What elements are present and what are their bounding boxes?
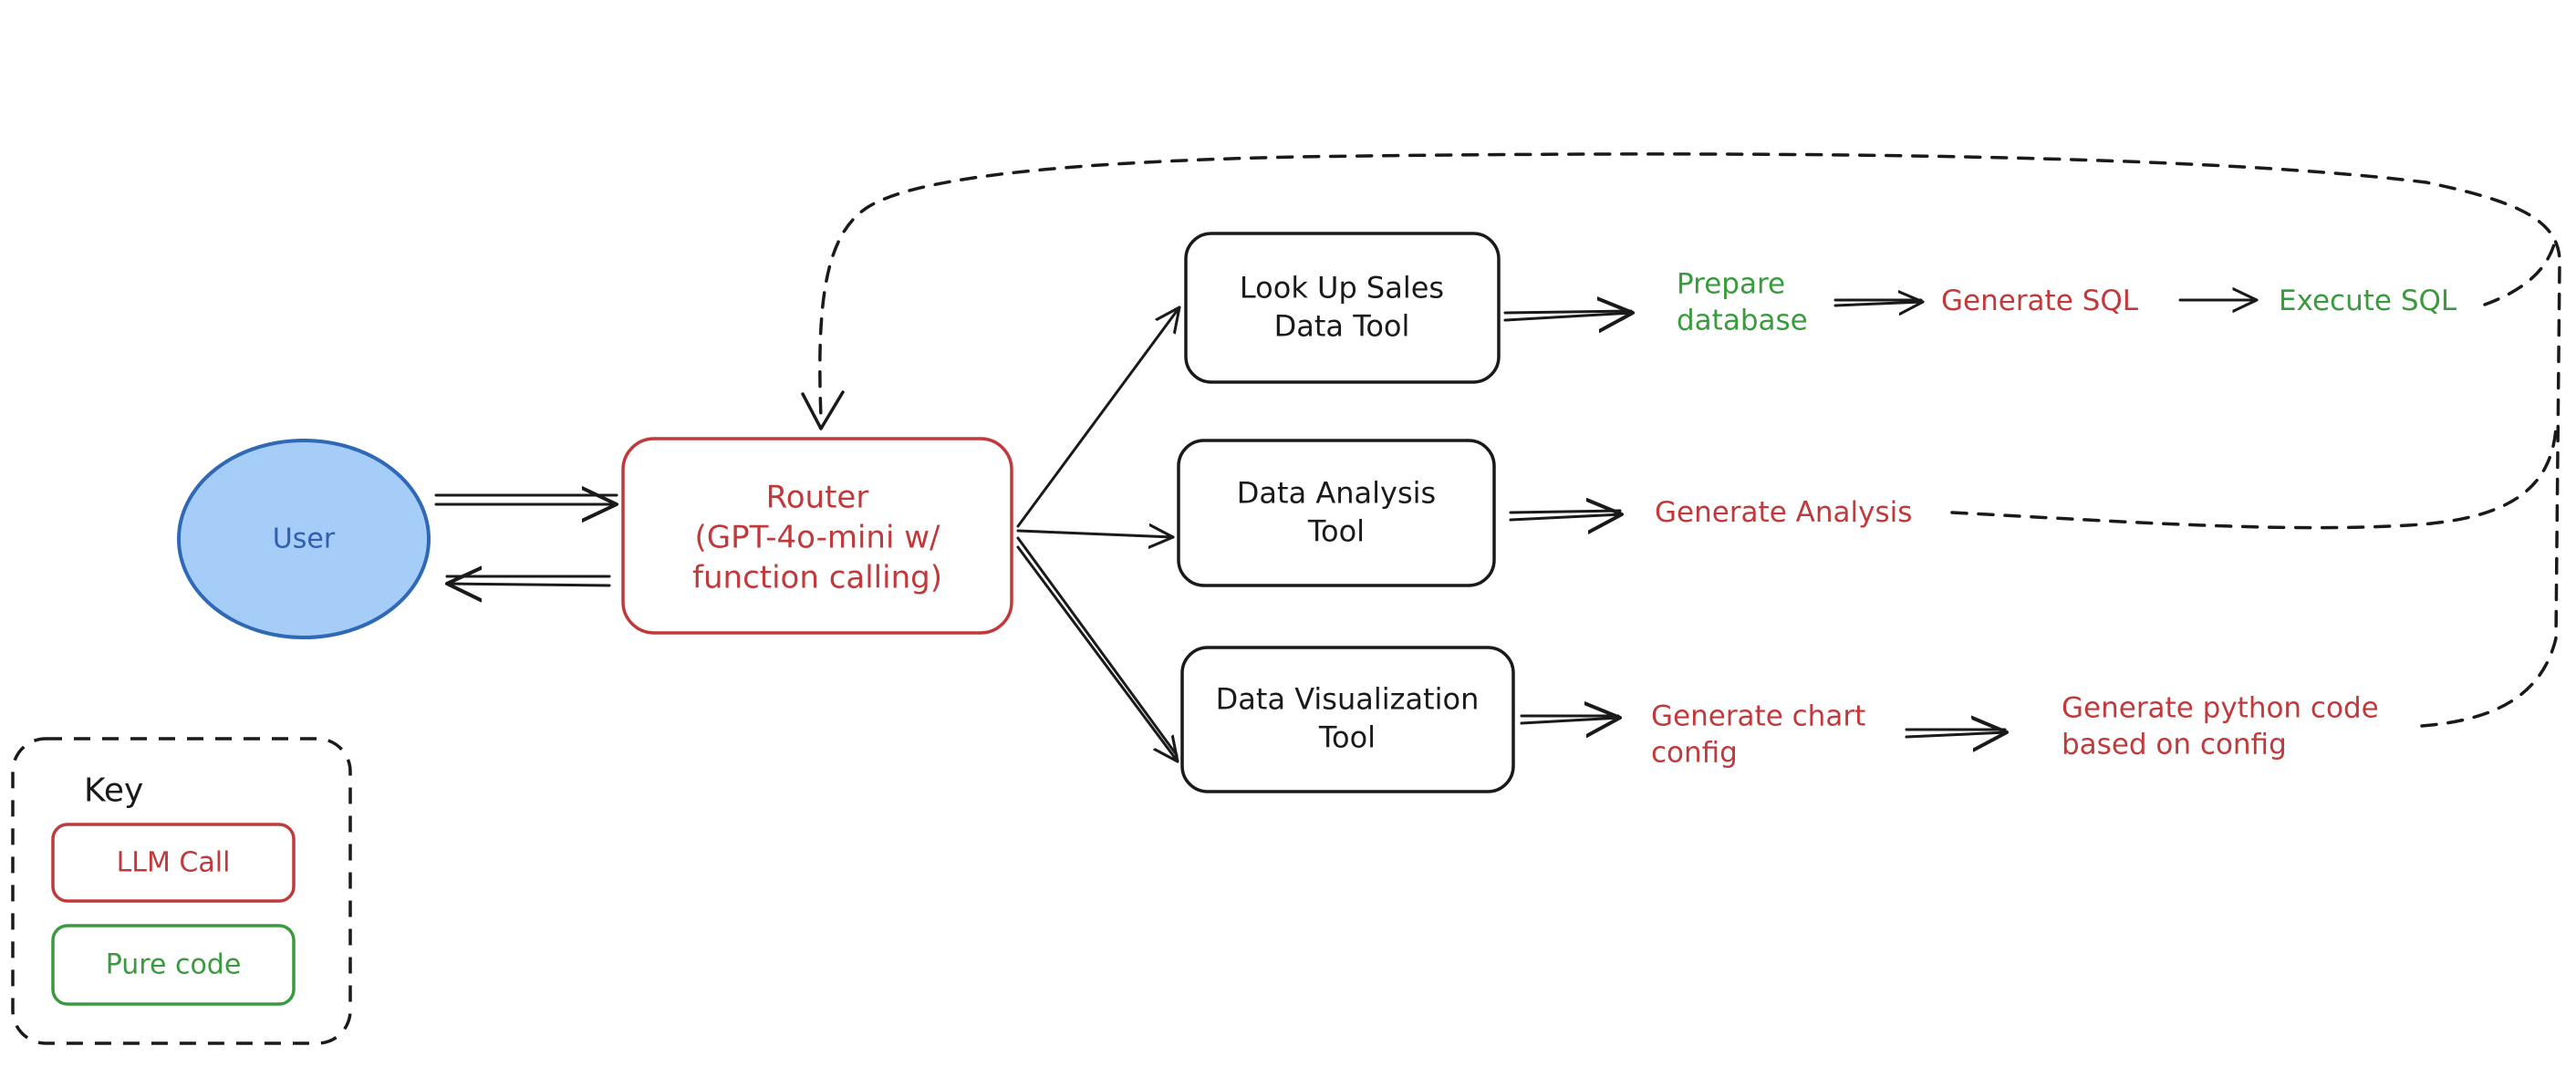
- key-container: [11, 737, 352, 1045]
- generate-analysis-step: Generate Analysis: [1655, 495, 1913, 529]
- router-to-user-arrow: [447, 576, 611, 585]
- router-to-analysis-arrow: [1016, 531, 1173, 537]
- router-to-sales-arrow: [1016, 307, 1179, 528]
- user-node: User: [272, 523, 336, 555]
- viz-to-chart-config-arrow: [1520, 716, 1620, 723]
- generate-chart-config-step: Generate chart config: [1651, 699, 1866, 770]
- sales-tool-shape: [1184, 232, 1501, 384]
- prepare-database-step: Prepare database: [1677, 267, 1808, 337]
- user-node-shape: [177, 439, 431, 639]
- analysis-to-generate-arrow: [1509, 511, 1622, 520]
- analysis-tool-node: Data Analysis Tool: [1236, 475, 1437, 548]
- analysis-tool-shape: [1177, 439, 1496, 587]
- key-code-swatch: [51, 924, 296, 1006]
- viz-tool-shape: [1180, 646, 1515, 793]
- key-llm-swatch: [51, 823, 296, 903]
- prepare-to-generate-sql-arrow: [1833, 300, 1923, 306]
- sales-to-prepare-arrow: [1503, 311, 1633, 320]
- generate-sql-step: Generate SQL: [1941, 284, 2138, 317]
- router-node: Router (GPT-4o-mini w/ function calling): [692, 479, 942, 597]
- router-to-viz-arrow: [1016, 536, 1178, 761]
- feedback-loop-dashed: [818, 152, 2561, 728]
- user-to-router-arrow: [434, 495, 617, 504]
- key-title: Key: [84, 772, 144, 810]
- key-pure-code-label: Pure code: [105, 948, 242, 981]
- feedback-arrowhead: [801, 390, 845, 430]
- generate-python-step: Generate python code based on config: [2062, 691, 2379, 761]
- execute-sql-step: Execute SQL: [2279, 284, 2457, 317]
- sales-tool-node: Look Up Sales Data Tool: [1239, 270, 1445, 343]
- chart-config-to-python-arrow: [1905, 730, 2007, 737]
- key-llm-call-label: LLM Call: [116, 846, 231, 879]
- viz-tool-node: Data Visualization Tool: [1215, 681, 1480, 754]
- router-node-shape: [621, 437, 1013, 635]
